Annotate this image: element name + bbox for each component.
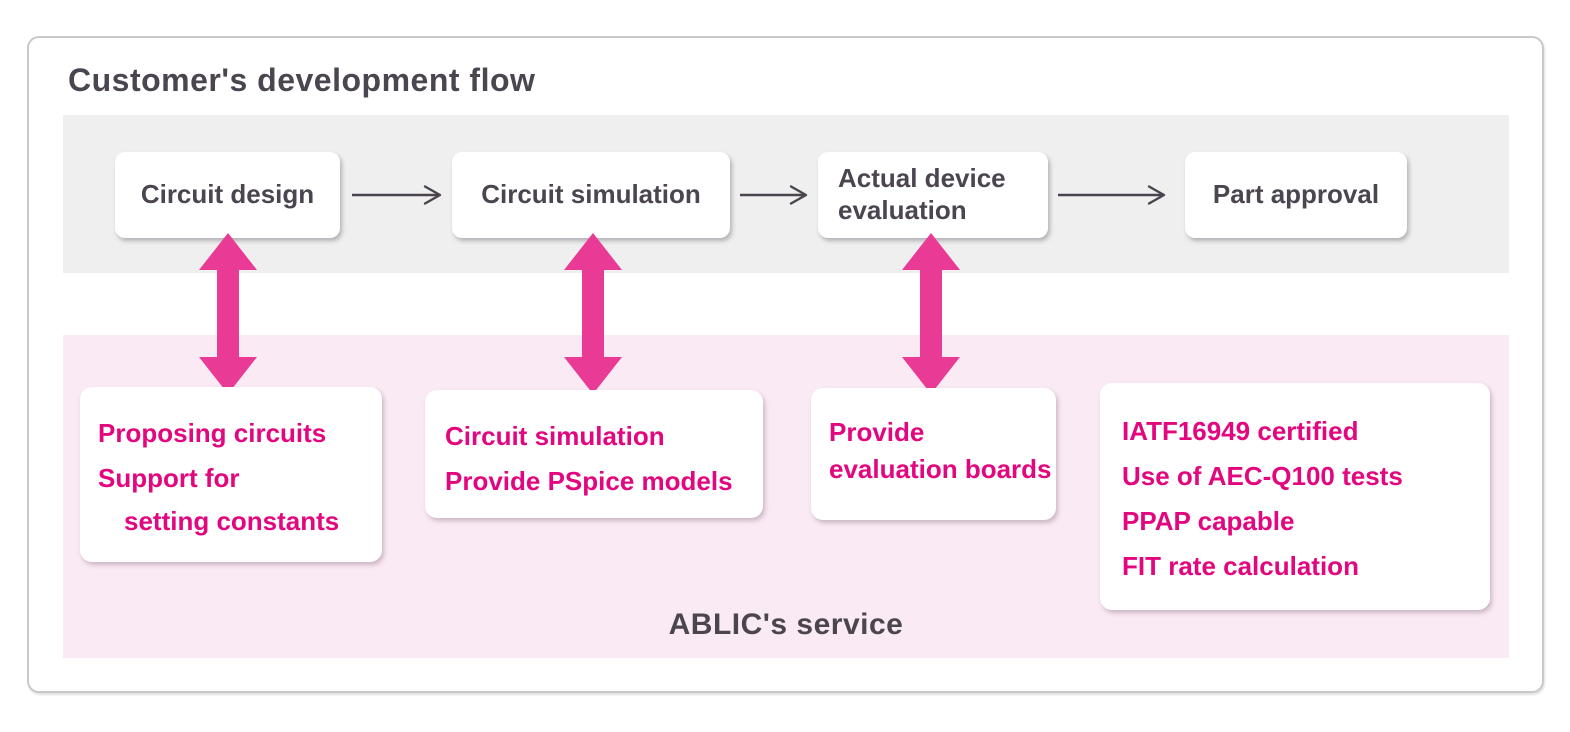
service-box-proposing-circuits: Proposing circuits Support for setting c…: [80, 387, 382, 562]
right-arrow-icon: [740, 185, 808, 205]
service-line: FIT rate calculation: [1122, 551, 1359, 581]
flow-step-label: Part approval: [1212, 179, 1380, 210]
flow-step-circuit-design: Circuit design: [115, 152, 340, 238]
service-box-quality: IATF16949 certified Use of AEC-Q100 test…: [1100, 383, 1490, 610]
service-line: Use of AEC-Q100 tests: [1122, 461, 1403, 491]
service-line: setting constants: [124, 506, 340, 536]
flow-step-circuit-simulation: Circuit simulation: [452, 152, 730, 238]
service-line: Circuit simulation: [445, 421, 665, 451]
flow-step-label: Actual device evaluation: [838, 163, 1006, 225]
two-way-arrow-icon: [199, 233, 257, 394]
service-box-circuit-simulation: Circuit simulation Provide PSpice models: [425, 390, 763, 518]
service-line: Provide PSpice models: [445, 466, 733, 496]
service-line: Proposing circuits: [98, 418, 327, 448]
page-title: Customer's development flow: [68, 62, 536, 98]
service-line: PPAP capable: [1122, 506, 1295, 536]
service-box-evaluation-boards: Provide evaluation boards: [811, 388, 1056, 520]
service-line: Support for: [98, 463, 240, 493]
service-line: IATF16949 certified: [1122, 416, 1359, 446]
two-way-arrow-icon: [564, 233, 622, 394]
flow-step-label: Circuit simulation: [481, 179, 701, 210]
service-line: Provide: [829, 417, 925, 447]
service-line: evaluation boards: [829, 454, 1052, 484]
flow-step-part-approval: Part approval: [1185, 152, 1407, 238]
flow-step-actual-device-evaluation: Actual device evaluation: [818, 152, 1048, 238]
right-arrow-icon: [1058, 185, 1166, 205]
flow-step-label: Circuit design: [140, 179, 315, 210]
right-arrow-icon: [352, 185, 442, 205]
ablic-service-label: ABLIC's service: [668, 608, 904, 641]
two-way-arrow-icon: [902, 233, 960, 394]
